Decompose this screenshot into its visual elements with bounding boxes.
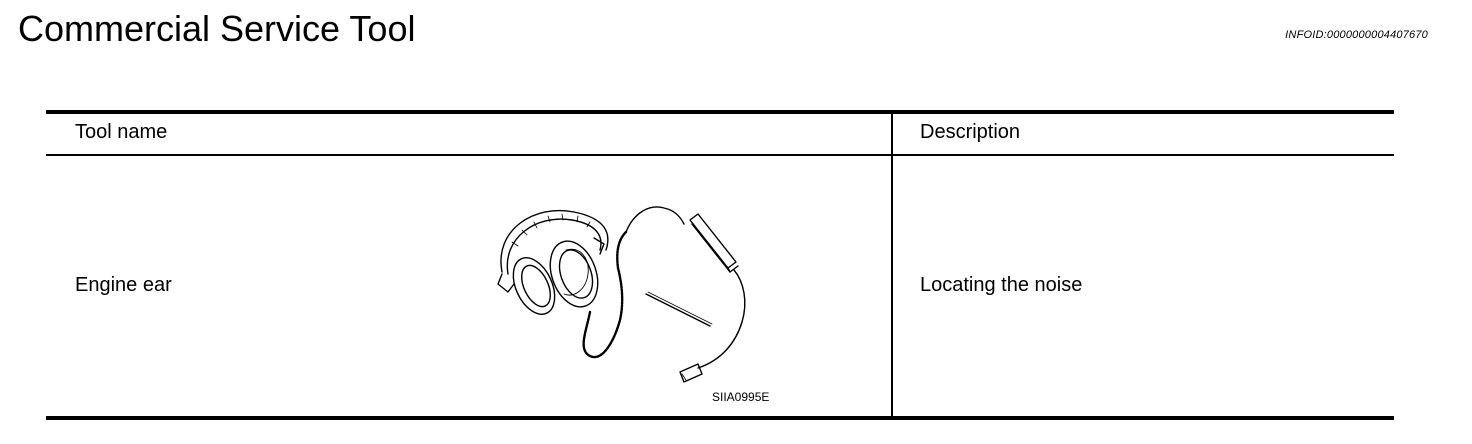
figure-code: SIIA0995E	[712, 390, 770, 404]
column-header-tool-name: Tool name	[75, 121, 168, 143]
table-bottom-rule	[46, 416, 1394, 420]
engine-ear-illustration	[497, 206, 746, 383]
page-title: Commercial Service Tool	[18, 8, 416, 49]
info-id: INFOID:0000000004407670	[1285, 29, 1428, 41]
tool-name-cell: Engine ear	[75, 274, 172, 296]
column-header-description: Description	[920, 121, 1021, 143]
description-cell: Locating the noise	[920, 274, 1083, 296]
column-divider	[891, 114, 893, 416]
tool-table: Tool name Description Engine ear Locatin…	[46, 110, 1394, 420]
table-top-rule	[46, 110, 1394, 114]
table-header-rule	[46, 154, 1394, 156]
